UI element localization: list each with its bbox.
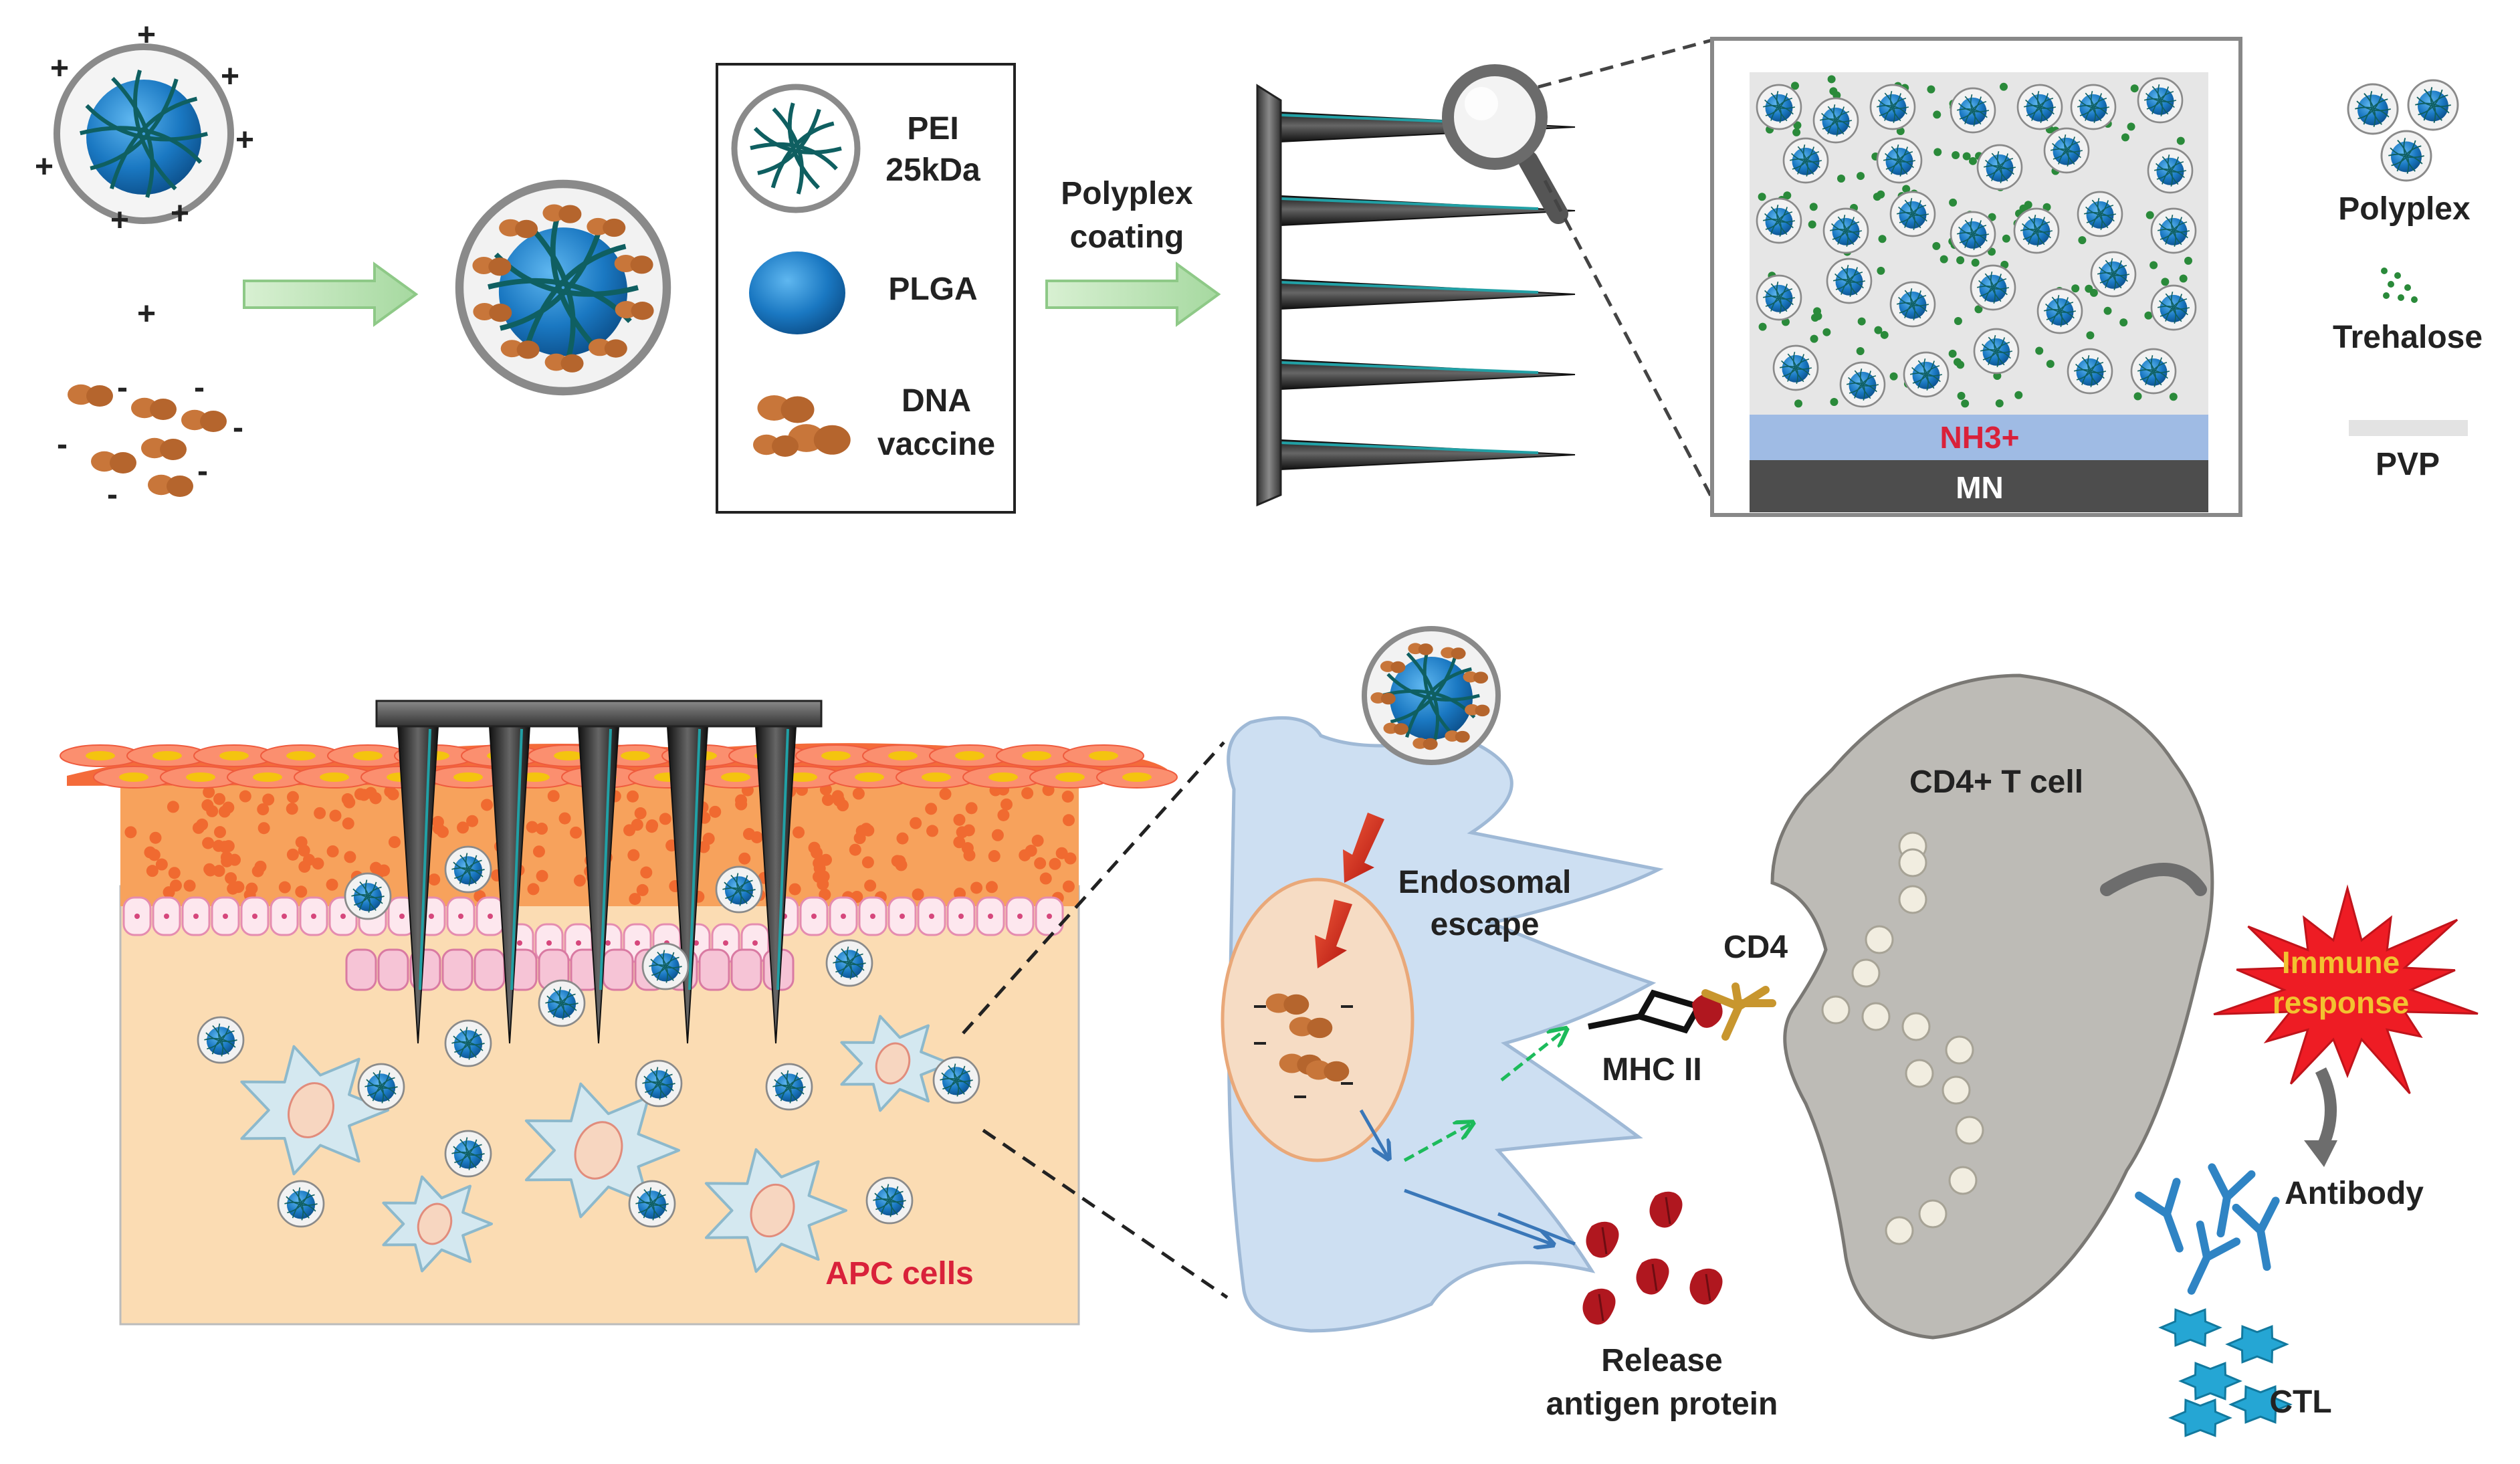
ctl-icons [2158,1308,2293,1437]
legend-polyplex-icon [2347,79,2459,182]
charge-plus: + [171,196,189,231]
blue-arrow-2 [1404,1188,1552,1244]
charge-plus: + [110,203,129,238]
zoom-line-top [1538,38,1713,89]
cd4-label: CD4 [1723,930,1788,965]
nh3-label: NH3+ [1940,420,2020,455]
legend-dna-label-2: vaccine [877,427,995,462]
legend-trehalose-icon [2381,268,2418,303]
antibody-icons [2135,1163,2280,1295]
process-arrow-1 [243,262,419,327]
top-left-charges: + + + + + + + + - - - - - - [35,17,254,512]
process-arrow-2 [1045,262,1221,327]
microneedle-array-top [1256,84,1576,507]
curved-arrow-head [2304,1140,2337,1167]
skin-polyplexes [197,845,980,1228]
cell-polyplex [1362,626,1501,765]
polyplex-assembly [54,43,671,497]
ctl-label: CTL [2269,1384,2331,1420]
immune-response-label-2: response [2273,985,2410,1020]
legend-plga-label: PLGA [888,272,977,307]
immune-response-label: Immune [2282,945,2400,980]
legend-dna-label: DNA [902,383,971,419]
coating-label: Polyplex [1061,176,1193,211]
legend-pei-label: PEI [907,111,958,146]
endosomal-escape-label-2: escape [1431,907,1540,942]
charge-plus: + [221,59,239,94]
charge-minus: - [233,410,243,445]
cd4-t-cell [1770,673,2214,1340]
magnifier-icon [1442,64,1568,224]
blue-arrow-3 [1497,1212,1576,1246]
legend-icons [731,84,861,457]
charge-plus: + [35,149,54,185]
nh3-layer [1750,415,2208,460]
right-legend-pvp: PVP [2376,447,2440,482]
right-legend-polyplex: Polyplex [2338,191,2471,227]
curved-arrow-top [2100,863,2207,896]
charge-minus: - [194,370,205,405]
legend-pvp-swatch [2349,420,2468,436]
antibody-label: Antibody [2285,1176,2424,1211]
mn-label: MN [1956,470,2004,505]
release-label-2: antigen protein [1546,1386,1778,1422]
charge-plus: + [50,51,69,86]
charge-minus: - [57,427,68,462]
red-arrow-1 [1343,813,1384,883]
release-label: Release [1601,1343,1722,1378]
cd4-receptor [1701,982,1776,1041]
legend-pei-label-2: 25kDa [885,152,980,188]
green-arrow-2 [1500,1030,1565,1081]
curved-arrow-bottom [2315,1067,2337,1154]
apc-cells-label: APC cells [825,1256,973,1291]
zoom-line-bottom [1543,179,1714,500]
immune-response-burst [2213,884,2479,1094]
mn-layer [1750,460,2208,512]
mhc-ii-label: MHC II [1602,1052,1701,1087]
green-arrow-1 [1403,1124,1471,1162]
charge-minus: - [107,477,118,512]
combine-plus: + [137,296,156,332]
t-cell-label: CD4+ T cell [1909,764,2083,800]
charge-plus: + [235,122,254,158]
callout-line-top [962,741,1225,1035]
microneedle-array-skin [375,700,823,1044]
coating-label-2: coating [1070,219,1184,255]
antigen-proteins [1582,1191,1723,1325]
callout-line-bottom [982,1128,1229,1299]
red-arrow-2 [1315,900,1352,968]
endosome-dna [1254,993,1353,1098]
charge-minus: - [117,370,128,405]
charge-minus: - [197,453,208,489]
blue-arrow-1 [1359,1109,1388,1157]
mhc-ii-receptor [1588,989,1723,1034]
detail-polyplexes [1756,77,2197,408]
endosomal-escape-label: Endosomal [1398,865,1572,900]
right-legend-trehalose: Trehalose [2333,320,2483,355]
charge-plus: + [137,17,156,53]
